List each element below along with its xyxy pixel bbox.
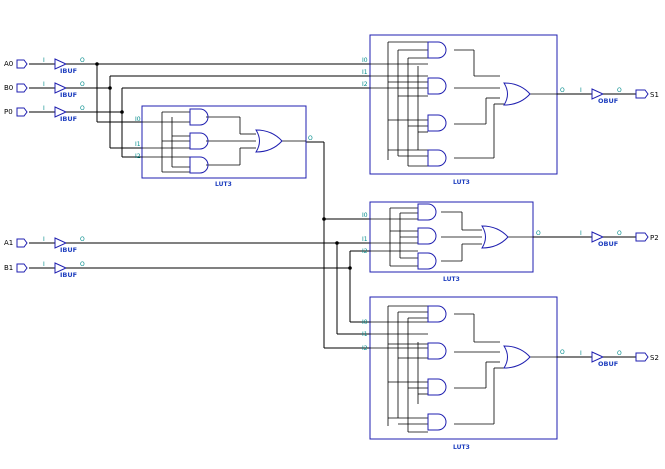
ibuf-label: IBUF — [60, 115, 77, 123]
or-gate-icon — [503, 82, 531, 106]
input-B0: B0 I O IBUF — [4, 81, 92, 99]
pin-O: O — [617, 87, 622, 94]
port-label-A0: A0 — [4, 60, 13, 68]
and-gate-icon — [189, 156, 209, 174]
lut-label: LUT3 — [443, 276, 460, 283]
and-gate-icon — [427, 378, 447, 396]
input-port-icon — [16, 238, 28, 248]
output-S1: I O OBUF S1 — [557, 87, 659, 105]
and-gate-icon — [427, 342, 447, 360]
ibuf-label: IBUF — [60, 67, 77, 75]
obuf-label: OBUF — [598, 97, 618, 105]
lut-pin-I0: I0 — [362, 57, 368, 64]
obuf-label: OBUF — [598, 240, 618, 248]
input-routing-wires — [66, 63, 370, 349]
output-S2: I O OBUF S2 — [557, 350, 659, 368]
pin-I: I — [580, 230, 582, 237]
and-gate-icon — [417, 252, 437, 270]
ibuf-label: IBUF — [60, 271, 77, 279]
port-label-A1: A1 — [4, 239, 13, 247]
input-A0: A0 I O IBUF — [4, 57, 92, 75]
lut-pin-I2: I2 — [135, 153, 141, 160]
and-gate-icon — [427, 149, 447, 167]
input-A1: A1 I O IBUF — [4, 236, 85, 254]
pin-I: I — [43, 105, 45, 112]
and-gate-icon — [427, 41, 447, 59]
output-port-icon — [635, 89, 649, 99]
lut-s1-block[interactable]: I0 I1 I2 O LUT3 — [362, 34, 565, 186]
pin-I: I — [580, 87, 582, 94]
and-gate-icon — [427, 114, 447, 132]
lut-pin-I2: I2 — [362, 345, 368, 352]
output-P2: I O OBUF P2 — [533, 230, 659, 248]
port-label-S2: S2 — [650, 354, 659, 362]
or-gate-icon — [503, 345, 531, 369]
lut-pin-I2: I2 — [362, 81, 368, 88]
lut-pin-I0: I0 — [135, 116, 141, 123]
port-label-P0: P0 — [4, 108, 13, 116]
ibuf-label: IBUF — [60, 91, 77, 99]
lut-pin-I2: I2 — [362, 248, 368, 255]
pin-I: I — [43, 236, 45, 243]
lut-pin-I1: I1 — [362, 236, 368, 243]
and-gate-icon — [427, 77, 447, 95]
lut-label: LUT3 — [453, 444, 470, 451]
pin-O: O — [80, 81, 85, 88]
junction-dots — [95, 62, 352, 270]
pin-I: I — [580, 350, 582, 357]
pin-O: O — [617, 230, 622, 237]
and-gate-icon — [189, 132, 209, 150]
port-label-B1: B1 — [4, 264, 13, 272]
or-gate-icon — [481, 225, 509, 249]
input-port-icon — [16, 83, 28, 93]
input-port-icon — [16, 59, 28, 69]
lut-pin-O: O — [536, 230, 541, 237]
pin-O: O — [80, 261, 85, 268]
lut-a-block[interactable]: I0 I1 I2 O LUT3 — [135, 105, 313, 188]
input-port-icon — [16, 263, 28, 273]
lut-pin-O: O — [560, 87, 565, 94]
lut-label: LUT3 — [215, 181, 232, 188]
input-P0: P0 I O IBUF — [4, 105, 92, 123]
input-B1: B1 I O IBUF — [4, 261, 85, 279]
or-gate-icon — [255, 129, 283, 153]
and-gate-icon — [427, 305, 447, 323]
lut-s2-block[interactable]: I0 I1 I2 O LUT3 — [362, 296, 565, 451]
obuf-label: OBUF — [598, 360, 618, 368]
port-label-S1: S1 — [650, 91, 659, 99]
pin-O: O — [617, 350, 622, 357]
output-port-icon — [635, 352, 649, 362]
ibuf-label: IBUF — [60, 246, 77, 254]
lut-pin-I1: I1 — [135, 141, 141, 148]
lut-label: LUT3 — [453, 179, 470, 186]
lut-pin-I1: I1 — [362, 69, 368, 76]
pin-O: O — [80, 105, 85, 112]
lut-pin-I1: I1 — [362, 331, 368, 338]
lut-pin-O: O — [560, 349, 565, 356]
lut-pin-I0: I0 — [362, 319, 368, 326]
lut-p2-block[interactable]: I0 I1 I2 O LUT3 — [362, 201, 541, 283]
port-label-P2: P2 — [650, 234, 659, 242]
pin-I: I — [43, 57, 45, 64]
pin-O: O — [80, 57, 85, 64]
output-port-icon — [635, 232, 649, 242]
input-port-icon — [16, 107, 28, 117]
port-label-B0: B0 — [4, 84, 13, 92]
lut-pin-I0: I0 — [362, 212, 368, 219]
and-gate-icon — [417, 227, 437, 245]
and-gate-icon — [417, 203, 437, 221]
lut-pin-O: O — [308, 135, 313, 142]
pin-I: I — [43, 261, 45, 268]
pin-O: O — [80, 236, 85, 243]
and-gate-icon — [427, 413, 447, 431]
pin-I: I — [43, 81, 45, 88]
and-gate-icon — [189, 108, 209, 126]
